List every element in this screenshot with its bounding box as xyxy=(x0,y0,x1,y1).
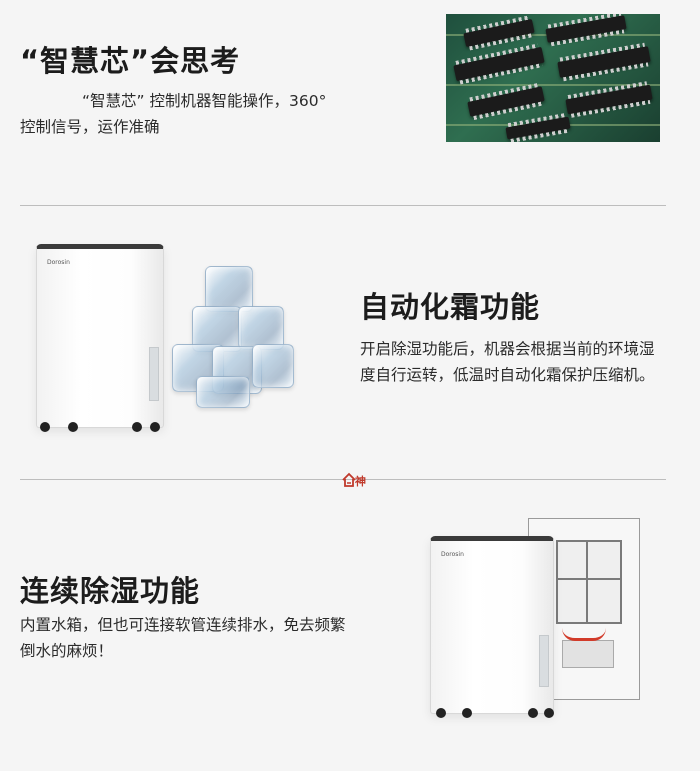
dehumidifier-image: Dorosin xyxy=(430,536,554,714)
description-line: 倒水的麻烦！ xyxy=(20,642,114,660)
section-title: 自动化霜功能 xyxy=(360,290,541,324)
description-line: 度自行运转，低温时自动化霜保护压缩机。 xyxy=(360,366,655,384)
wheel-icon xyxy=(132,422,142,432)
watermark-logo: 神 xyxy=(341,471,379,489)
section-title: 连续除湿功能 xyxy=(20,574,201,608)
wheel-icon xyxy=(462,708,472,718)
wheel-icon xyxy=(150,422,160,432)
wheel-icon xyxy=(436,708,446,718)
section-smart-chip: “智慧芯”会思考 “智慧芯” 控制机器智能操作，360° 控制信号，运作准确 xyxy=(0,0,700,205)
watermark-text: 神 xyxy=(355,475,366,488)
section-description: 开启除湿功能后，机器会根据当前的环境湿 度自行运转，低温时自动化霜保护压缩机。 xyxy=(360,336,696,388)
water-level-window xyxy=(539,635,549,687)
wheel-icon xyxy=(68,422,78,432)
description-line: 控制信号，运作准确 xyxy=(20,118,160,136)
description-line: 开启除湿功能后，机器会根据当前的环境湿 xyxy=(360,340,655,358)
section-title: “智慧芯”会思考 xyxy=(20,44,241,78)
description-line: 内置水箱，但也可连接软管连续排水，免去频繁 xyxy=(20,616,346,634)
section-continuous-drain: 连续除湿功能 内置水箱，但也可连接软管连续排水，免去频繁 倒水的麻烦！ Doro… xyxy=(0,480,700,771)
section-description: 内置水箱，但也可连接软管连续排水，免去频繁 倒水的麻烦！ xyxy=(20,612,400,664)
wall-window xyxy=(556,540,622,624)
drain-hose xyxy=(562,628,606,641)
wheel-icon xyxy=(544,708,554,718)
section-description: “智慧芯” 控制机器智能操作，360° 控制信号，运作准确 xyxy=(20,88,420,140)
brand-label: Dorosin xyxy=(441,551,464,558)
section-divider xyxy=(20,205,666,206)
section-auto-defrost: Dorosin 自动化霜功能 开启除湿功能后，机器会根据当前的环境湿 度自行运转… xyxy=(0,206,700,479)
water-level-window xyxy=(149,347,159,401)
brand-label: Dorosin xyxy=(47,259,70,266)
wheel-icon xyxy=(528,708,538,718)
description-line: “智慧芯” 控制机器智能操作，360° xyxy=(82,92,327,110)
floor-drain xyxy=(562,640,614,668)
circuit-board-image xyxy=(446,14,660,142)
house-logo-icon xyxy=(342,472,356,487)
dehumidifier-image: Dorosin xyxy=(36,244,164,428)
wheel-icon xyxy=(40,422,50,432)
